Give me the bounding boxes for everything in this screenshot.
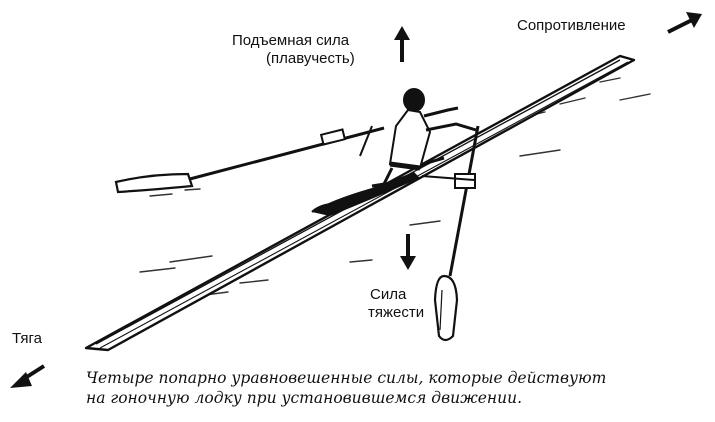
thrust-label: Тяга <box>12 330 42 347</box>
gravity-label: Сила тяжести <box>368 286 424 322</box>
lift-label-line1: Подъемная сила <box>232 32 350 49</box>
gravity-label-line1: Сила <box>370 286 407 303</box>
caption-line2: на гоночную лодку при установившемся дви… <box>86 389 522 407</box>
caption-line1: Четыре попарно уравновешенные силы, кото… <box>86 369 607 387</box>
left-oar <box>114 125 385 194</box>
rower <box>371 88 477 188</box>
gravity-label-line2: тяжести <box>368 304 425 321</box>
lift-label: Подъемная сила (плавучесть) <box>232 32 355 68</box>
resistance-arrow <box>667 12 702 34</box>
lift-label-line2: (плавучесть) <box>266 50 355 67</box>
thrust-arrow <box>10 364 46 388</box>
kayak-hull <box>84 54 636 352</box>
lift-arrow <box>394 26 410 62</box>
gravity-arrow <box>400 234 416 270</box>
right-oar <box>421 125 480 342</box>
figure-caption: Четыре попарно уравновешенные силы, кото… <box>86 368 711 408</box>
resistance-label: Сопротивление <box>517 17 626 34</box>
